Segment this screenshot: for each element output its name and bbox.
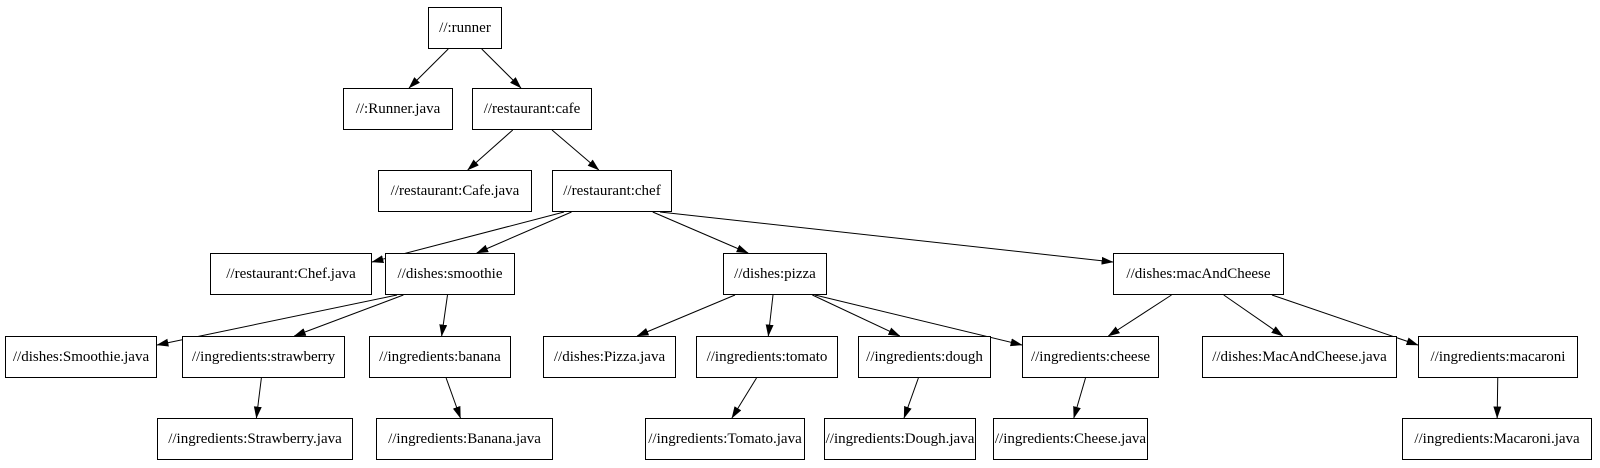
graph-node-dough_java: //ingredients:Dough.java [824, 418, 976, 460]
edge-macandcheese-macandcheese_java [1223, 294, 1284, 337]
graph-node-cheese: //ingredients:cheese [1022, 336, 1159, 378]
graph-node-macandcheese_java: //dishes:MacAndCheese.java [1202, 336, 1397, 378]
graph-node-cheese_java: //ingredients:Cheese.java [993, 418, 1148, 460]
edge-banana-banana_java [445, 377, 461, 419]
graph-node-strawberry: //ingredients:strawberry [182, 336, 345, 378]
graph-node-smoothie: //dishes:smoothie [385, 253, 515, 295]
graph-node-macaroni_java: //ingredients:Macaroni.java [1402, 418, 1592, 460]
graph-node-tomato_java: //ingredients:Tomato.java [645, 418, 805, 460]
edge-smoothie-strawberry [293, 294, 404, 337]
edge-macaroni-macaroni_java [1493, 377, 1502, 419]
edge-runner-runner_java [408, 48, 449, 89]
edge-smoothie-banana [439, 294, 448, 337]
graph-node-dough: //ingredients:dough [858, 336, 991, 378]
edge-strawberry-strawberry_java [253, 377, 262, 419]
edge-group [156, 48, 1502, 419]
graph-node-runner: //:runner [428, 7, 502, 49]
graph-node-cafe: //restaurant:cafe [472, 88, 592, 130]
graph-node-macandcheese: //dishes:macAndCheese [1113, 253, 1284, 295]
edge-cafe-chef [551, 129, 600, 171]
edge-pizza-dough [812, 294, 901, 337]
graph-node-chef_java: //restaurant:Chef.java [210, 253, 372, 295]
edge-tomato-tomato_java [731, 377, 757, 419]
graph-node-cafe_java: //restaurant:Cafe.java [378, 170, 532, 212]
edge-chef-macandcheese [659, 211, 1114, 265]
graph-node-pizza_java: //dishes:Pizza.java [543, 336, 676, 378]
edge-pizza-tomato [765, 294, 774, 337]
graph-node-smoothie_java: //dishes:Smoothie.java [5, 336, 157, 378]
graph-node-chef: //restaurant:chef [552, 170, 672, 212]
graph-node-runner_java: //:Runner.java [343, 88, 453, 130]
edge-macandcheese-cheese [1107, 294, 1172, 337]
graph-node-banana: //ingredients:banana [369, 336, 511, 378]
edge-cheese-cheese_java [1073, 377, 1086, 419]
graph-node-macaroni: //ingredients:macaroni [1418, 336, 1578, 378]
graph-node-pizza: //dishes:pizza [723, 253, 827, 295]
edge-chef-smoothie [476, 211, 572, 254]
edge-dough-dough_java [903, 377, 919, 419]
graph-node-strawberry_java: //ingredients:Strawberry.java [157, 418, 353, 460]
edge-runner-cafe [481, 48, 522, 89]
edge-cafe-cafe_java [467, 129, 514, 171]
edge-pizza-pizza_java [636, 294, 736, 337]
graph-node-banana_java: //ingredients:Banana.java [376, 418, 553, 460]
graph-node-tomato: //ingredients:tomato [696, 336, 838, 378]
edge-chef-pizza [652, 211, 749, 254]
